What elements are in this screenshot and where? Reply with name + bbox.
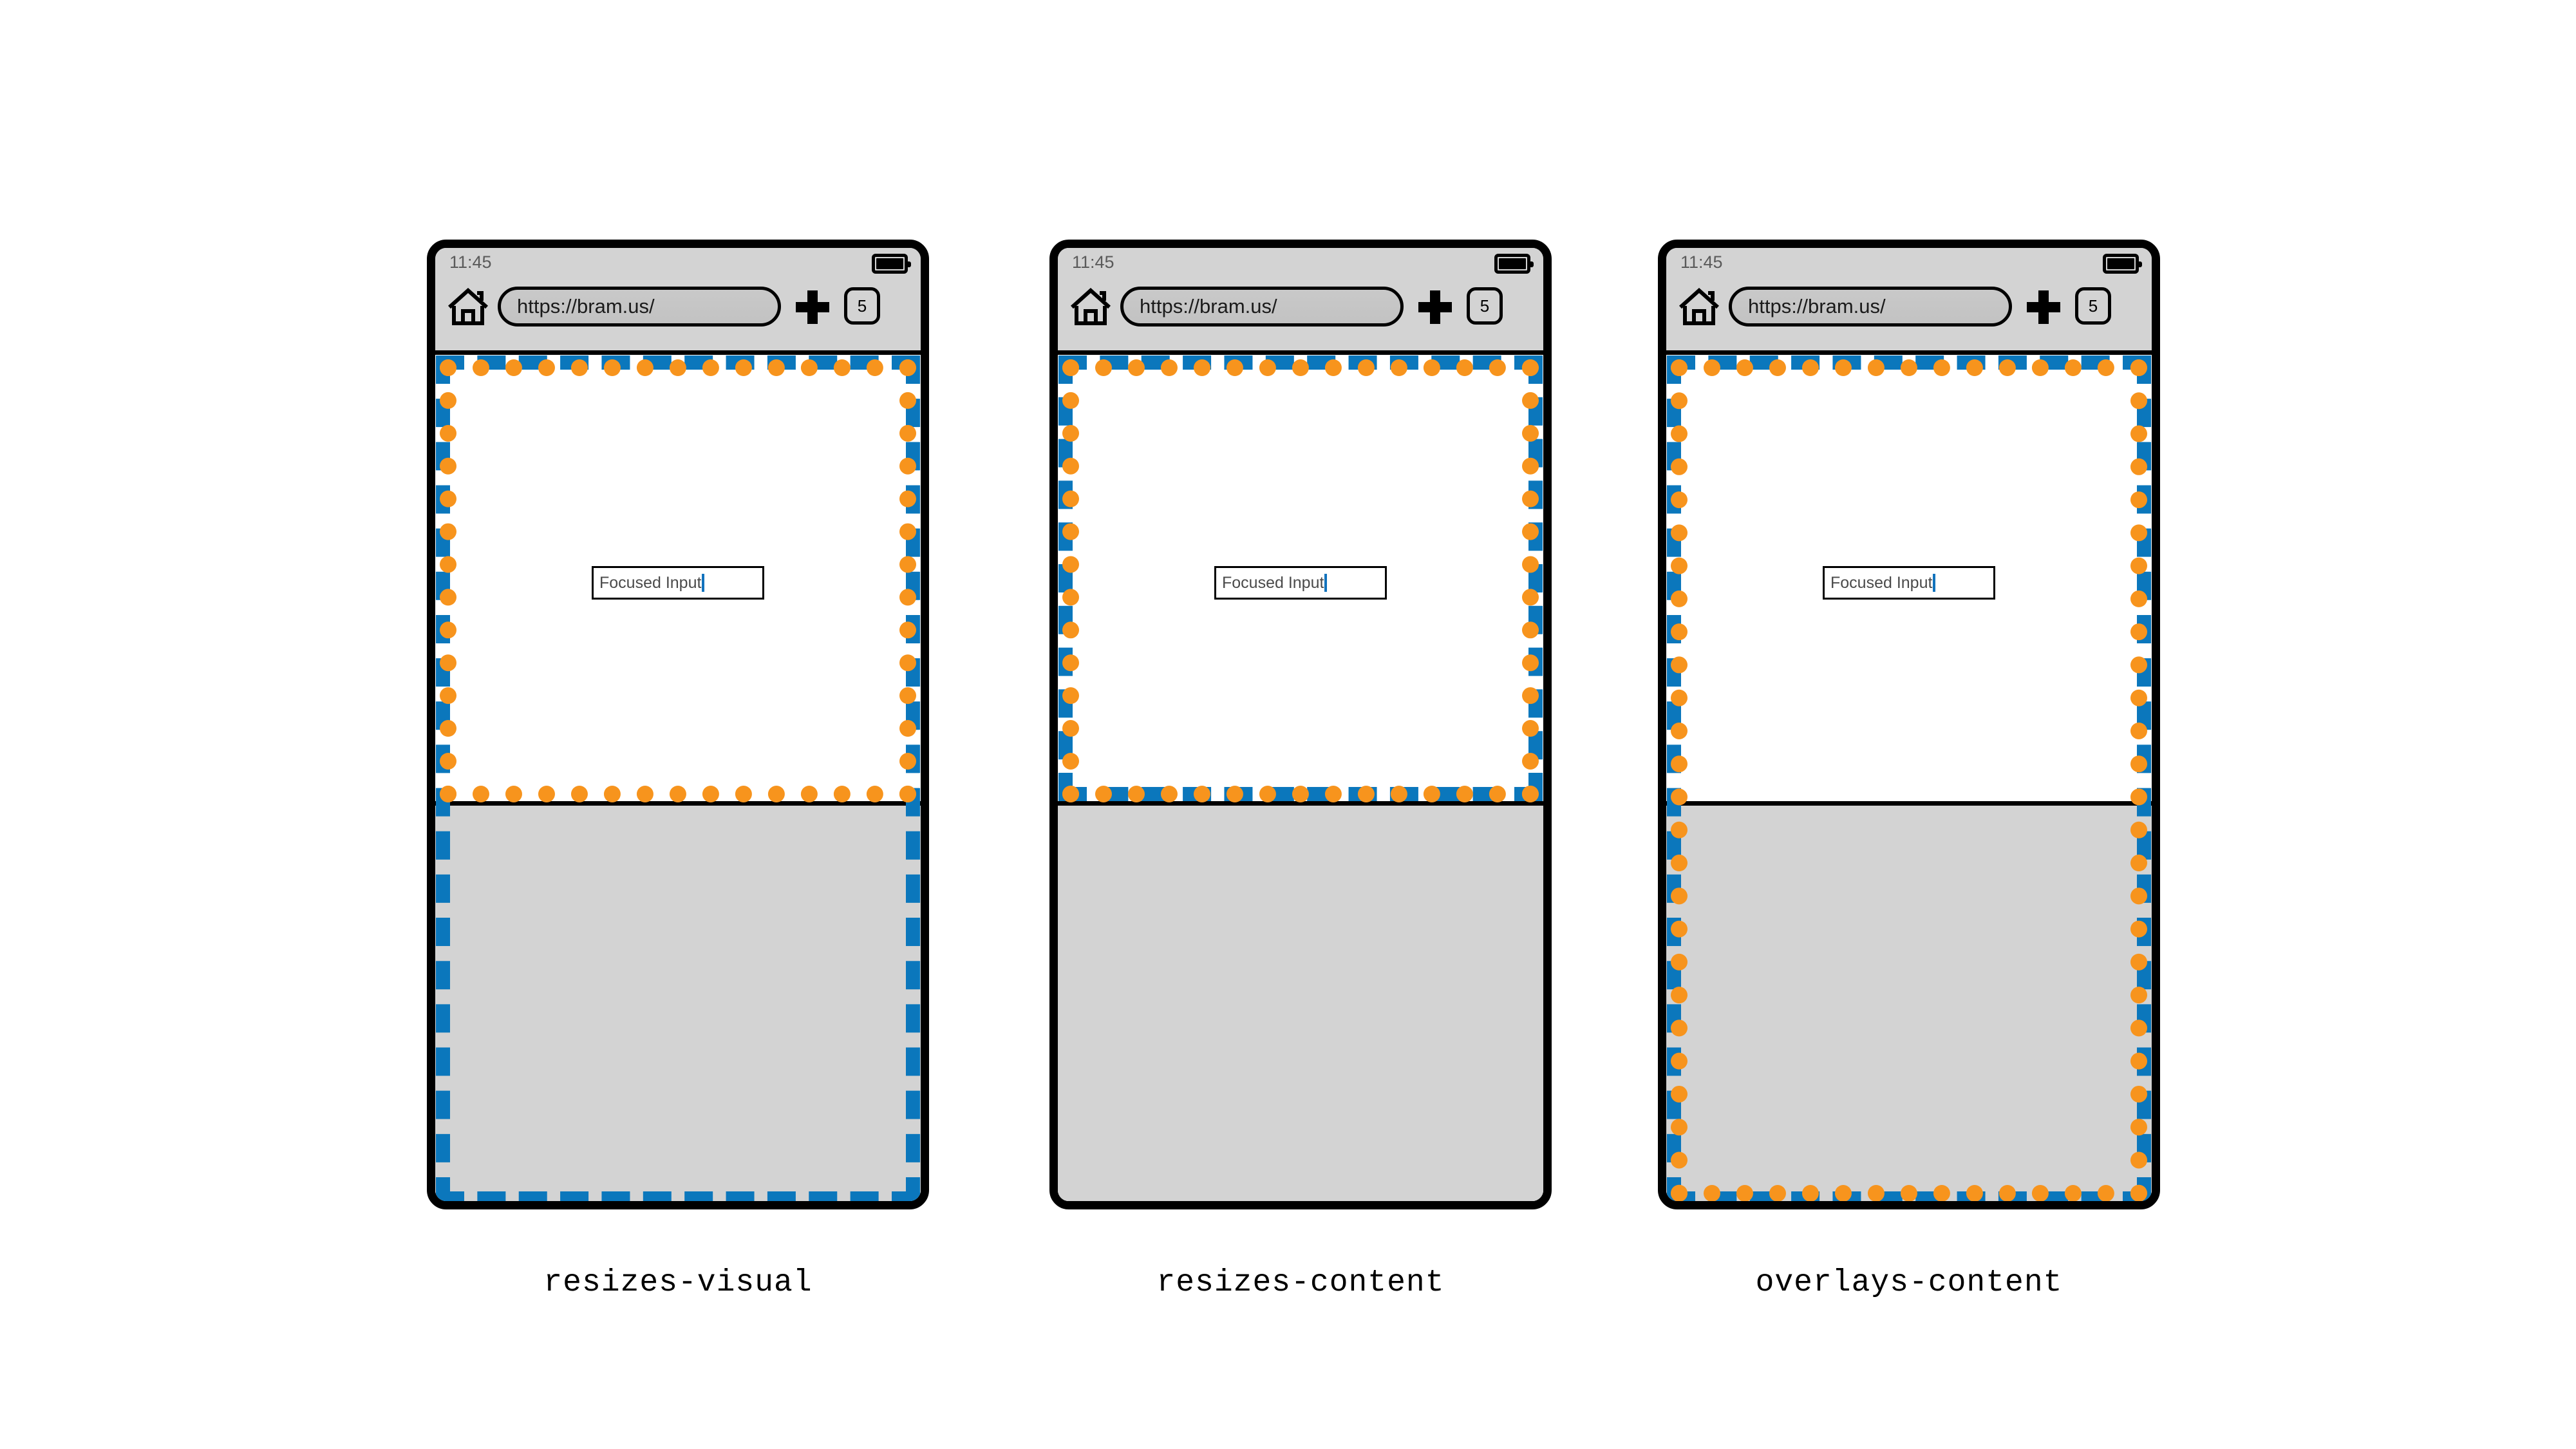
text-caret <box>1933 574 1936 592</box>
tab-count-badge[interactable]: 5 <box>1467 287 1503 325</box>
url-bar[interactable]: https://bram.us/ <box>1729 287 2012 327</box>
caption-resizes-visual: resizes-visual <box>543 1265 813 1300</box>
phone-mockup-overlays-content: 11:45 https://bram.us/ 5 Focused Input <box>1658 240 2160 1209</box>
url-text: https://bram.us/ <box>517 295 655 317</box>
caption-resizes-content: resizes-content <box>1156 1265 1445 1300</box>
focused-input[interactable]: Focused Input <box>1214 566 1387 600</box>
phone-screen: Focused Input <box>1666 355 2152 1201</box>
status-time: 11:45 <box>449 252 492 272</box>
url-bar[interactable]: https://bram.us/ <box>1120 287 1404 327</box>
home-icon[interactable] <box>1070 287 1111 325</box>
browser-chrome: 11:45 https://bram.us/ 5 <box>1058 248 1543 355</box>
url-text: https://bram.us/ <box>1140 295 1277 317</box>
browser-toolbar: https://bram.us/ 5 <box>1058 279 1543 346</box>
text-caret <box>702 574 705 592</box>
battery-full-icon <box>2103 254 2142 274</box>
phone-mockup-resizes-visual: 11:45 https://bram.us/ 5 <box>427 240 929 1209</box>
plus-icon[interactable] <box>796 290 829 324</box>
on-screen-keyboard <box>1058 801 1543 1201</box>
phone-mockup-resizes-content: 11:45 https://bram.us/ 5 Focused Input <box>1049 240 1552 1209</box>
focused-input[interactable]: Focused Input <box>1823 566 1995 600</box>
plus-icon[interactable] <box>2027 290 2060 324</box>
text-caret <box>1324 574 1328 592</box>
status-time: 11:45 <box>1072 252 1114 272</box>
browser-toolbar: https://bram.us/ 5 <box>435 279 921 346</box>
browser-chrome: 11:45 https://bram.us/ 5 <box>1666 248 2152 355</box>
home-icon[interactable] <box>1678 287 1720 325</box>
browser-chrome: 11:45 https://bram.us/ 5 <box>435 248 921 355</box>
url-bar[interactable]: https://bram.us/ <box>498 287 781 327</box>
phone-screen: Focused Input <box>435 355 921 1201</box>
battery-full-icon <box>1494 254 1534 274</box>
focused-input-value: Focused Input <box>599 573 702 592</box>
caption-overlays-content: overlays-content <box>1755 1265 2063 1300</box>
phone-screen: Focused Input <box>1058 355 1543 1201</box>
home-icon[interactable] <box>447 287 489 325</box>
status-bar: 11:45 <box>1666 248 2152 279</box>
status-bar: 11:45 <box>435 248 921 279</box>
focused-input-value: Focused Input <box>1830 573 1933 592</box>
battery-full-icon <box>872 254 911 274</box>
status-time: 11:45 <box>1680 252 1723 272</box>
plus-icon[interactable] <box>1418 290 1452 324</box>
tab-count-badge[interactable]: 5 <box>844 287 880 325</box>
tab-count-badge[interactable]: 5 <box>2075 287 2111 325</box>
on-screen-keyboard <box>1666 801 2152 1201</box>
url-text: https://bram.us/ <box>1748 295 1886 317</box>
browser-toolbar: https://bram.us/ 5 <box>1666 279 2152 346</box>
on-screen-keyboard <box>435 801 921 1201</box>
focused-input[interactable]: Focused Input <box>592 566 764 600</box>
focused-input-value: Focused Input <box>1222 573 1324 592</box>
status-bar: 11:45 <box>1058 248 1543 279</box>
